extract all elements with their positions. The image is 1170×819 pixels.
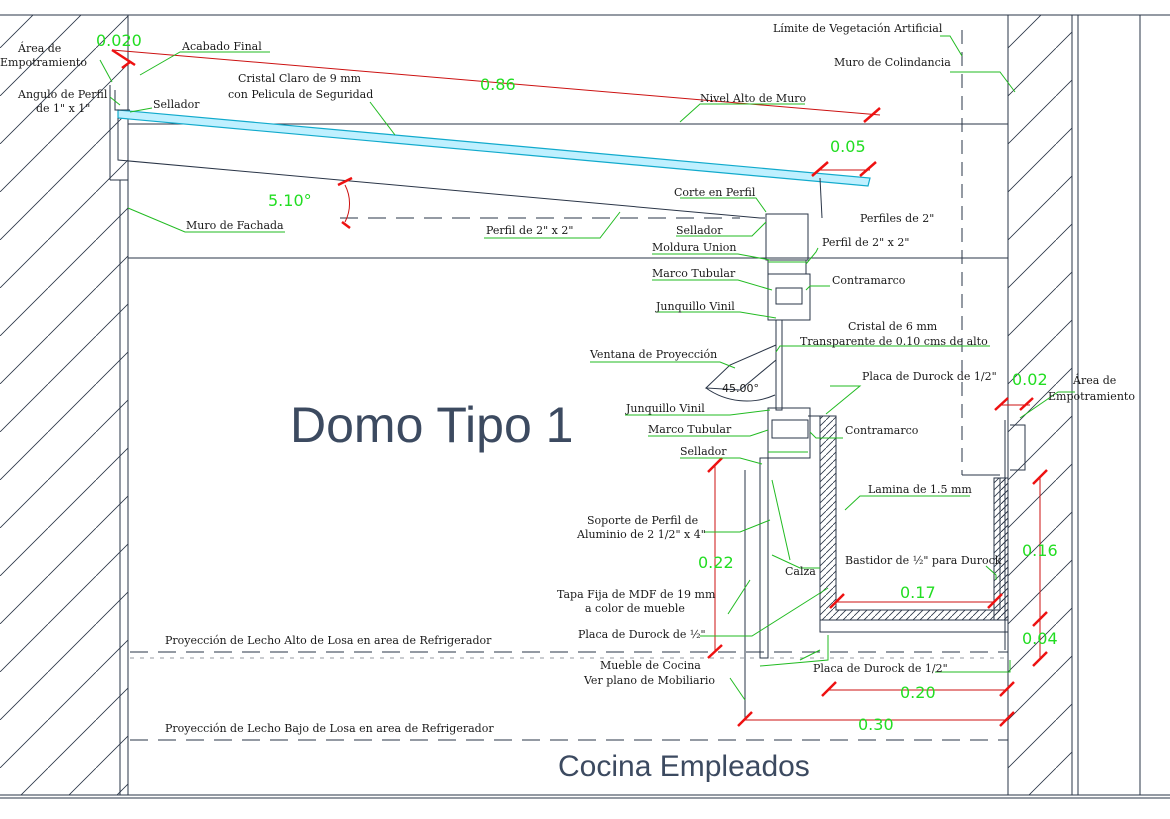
label-marco-tubular-top: Marco Tubular [652,267,736,280]
label-angulo-perfil-2: de 1" x 1" [36,102,90,115]
label-cristal-6-1: Cristal de 6 mm [848,320,938,333]
annotation-labels: Área de Empotramiento Acabado Final Angu… [0,22,1135,735]
label-area-empotramiento-right-1: Área de [1072,373,1116,387]
dimension-0-020: 0.020 [96,31,142,50]
label-nivel-alto-muro: Nivel Alto de Muro [700,92,807,105]
drawing-frame [0,14,1170,799]
durock-box [808,415,1026,633]
dimension-0-20: 0.20 [900,683,936,702]
leader-lines [99,35,1075,701]
label-cristal-claro-1: Cristal Claro de 9 mm [238,72,362,85]
label-sellador-top: Sellador [153,98,200,111]
label-perfil-2x2-right: Perfil de 2" x 2" [822,236,909,249]
sloped-glass-panel [109,85,871,219]
label-muro-colindancia: Muro de Colindancia [834,56,951,69]
label-perfiles-2: Perfiles de 2" [860,212,934,225]
label-marco-tubular-bottom: Marco Tubular [648,423,732,436]
main-title: Domo Tipo 1 [290,397,573,453]
dimension-0-17: 0.17 [900,583,936,602]
dimension-angle-window: 45.00° [722,382,759,395]
label-contramarco-bottom: Contramarco [845,424,919,437]
label-area-empotramiento-left-1: Área de [17,41,61,55]
label-ventana-proyeccion: Ventana de Proyección [589,348,717,361]
dimension-0-02: 0.02 [1012,370,1048,389]
label-mueble-1: Mueble de Cocina [600,659,701,672]
label-junquillo-bottom: Junquillo Vinil [625,402,705,415]
label-corte-perfil: Corte en Perfil [674,186,756,199]
label-perfil-2x2-left: Perfil de 2" x 2" [486,224,573,237]
label-cristal-claro-2: con Pelicula de Seguridad [228,88,373,101]
left-wall-section [0,15,129,795]
label-acabado-final: Acabado Final [181,40,262,53]
dimension-0-04: 0.04 [1022,629,1058,648]
dimension-0-30: 0.30 [858,715,894,734]
label-area-empotramiento-right-2: Empotramiento [1048,390,1135,403]
label-soporte-2: Aluminio de 2 1/2" x 4" [576,528,706,541]
right-wall-section [961,15,1141,795]
label-muro-fachada: Muro de Fachada [186,219,284,232]
dimension-0-86: 0.86 [480,75,516,94]
label-calza: Calza [785,565,816,578]
label-proyeccion-alto: Proyección de Lecho Alto de Losa en area… [165,634,492,647]
label-cristal-6-2: Transparente de 0.10 cms de alto [800,335,988,348]
label-placa-durock-top: Placa de Durock de 1/2" [862,370,997,383]
label-tapa-fija-1: Tapa Fija de MDF de 19 mm [557,588,716,601]
label-bastidor: Bastidor de ½" para Durock [845,554,1002,567]
dimension-0-05: 0.05 [830,137,866,156]
label-limite-vegetacion: Límite de Vegetación Artificial [773,22,943,35]
dimension-0-22: 0.22 [698,553,734,572]
label-sellador-bottom: Sellador [680,445,727,458]
label-angulo-perfil-1: Angulo de Perfil [17,88,108,101]
label-soporte-1: Soporte de Perfil de [587,514,698,527]
label-proyeccion-bajo: Proyección de Lecho Bajo de Losa en area… [165,722,494,735]
label-placa-durock-mid: Placa de Durock de ½" [578,628,706,641]
dimension-angle-slope: 5.10° [268,191,312,210]
label-lamina: Lamina de 1.5 mm [868,483,972,496]
label-area-empotramiento-left-2: Empotramiento [0,56,87,69]
label-tapa-fija-2: a color de mueble [585,602,685,615]
label-mueble-2: Ver plano de Mobiliario [583,674,715,687]
label-sellador-mid: Sellador [676,224,723,237]
label-moldura-union: Moldura Union [652,241,736,254]
label-placa-durock-bottom: Placa de Durock de 1/2" [813,662,948,675]
room-title: Cocina Empleados [558,750,810,783]
dimension-values: 0.020 0.86 0.05 5.10° 45.00° 0.02 0.22 0… [96,31,1058,734]
dimension-0-16: 0.16 [1022,541,1058,560]
label-contramarco-top: Contramarco [832,274,906,287]
window-assembly [704,213,811,720]
label-junquillo-top: Junquillo Vinil [655,300,735,313]
